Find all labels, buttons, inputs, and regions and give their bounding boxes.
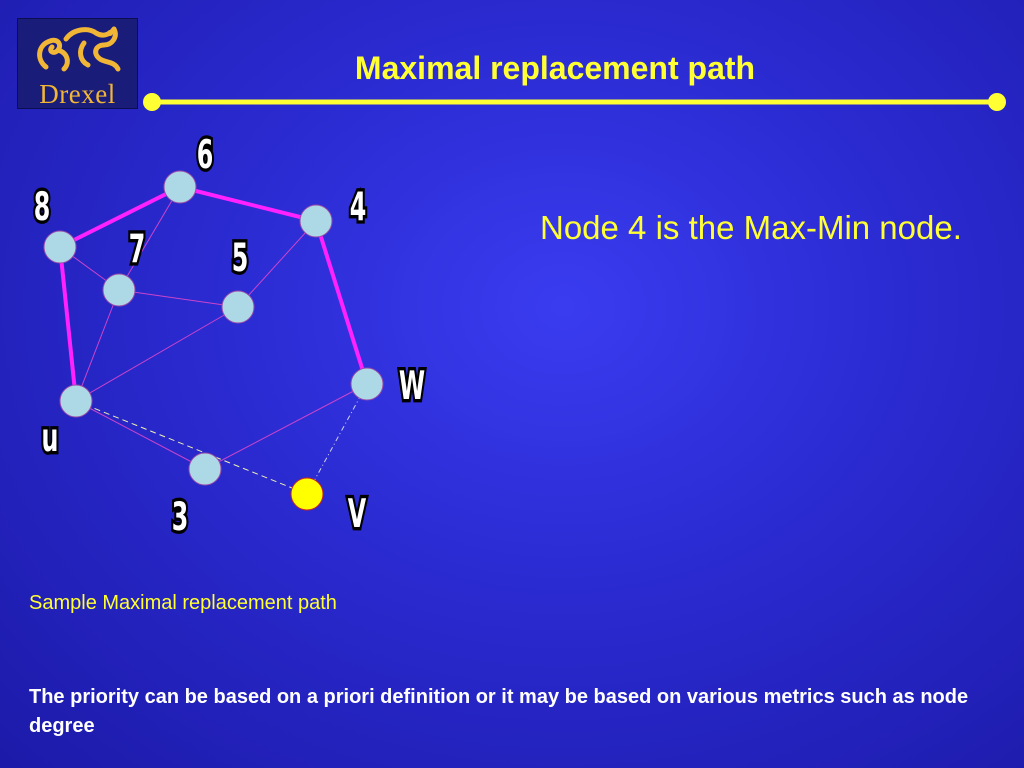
edge-u-8 <box>58 246 78 402</box>
logo-text: Drexel <box>39 79 116 109</box>
page-title: Maximal replacement path <box>354 50 756 86</box>
node-u <box>59 384 93 418</box>
node-label-w: W <box>399 363 425 409</box>
node-label-3: 3 <box>172 494 189 540</box>
node-5 <box>221 290 255 324</box>
node-label-8: 8 <box>34 184 51 230</box>
node-7 <box>102 273 136 307</box>
edge-4-5 <box>237 220 317 308</box>
edge-u-v <box>75 400 308 495</box>
max-min-note: Node 4 is the Max-Min node. <box>540 209 962 246</box>
node-label-7: 7 <box>129 226 146 272</box>
node-w <box>350 367 384 401</box>
dragon-icon <box>37 26 121 72</box>
edge-6-4 <box>179 185 317 223</box>
edge-5-u <box>75 306 239 402</box>
underline-left-dot <box>143 93 161 111</box>
figure-caption: Sample Maximal replacement path <box>29 592 337 614</box>
graph-diagram: 6 4 8 7 5Wu 3 V <box>31 129 428 542</box>
node-label-6: 6 <box>197 132 214 178</box>
edge-8-6 <box>59 185 181 249</box>
node-label-u: u <box>42 415 59 461</box>
drexel-logo: Drexel <box>17 18 138 109</box>
node-6 <box>163 170 197 204</box>
node-4 <box>299 204 333 238</box>
edge-u-3 <box>75 400 206 470</box>
node-label-5: 5 <box>232 235 249 281</box>
node-8 <box>43 230 77 264</box>
edge-6-7 <box>118 186 181 291</box>
footer-text: The priority can be based on a priori de… <box>29 686 969 737</box>
underline-right-dot <box>988 93 1006 111</box>
node-label-4: 4 <box>350 184 367 230</box>
edge-4-w <box>314 220 369 385</box>
title-underline <box>143 93 1006 111</box>
node-v <box>290 477 324 511</box>
edge-w-v <box>306 383 368 495</box>
node-3 <box>188 452 222 486</box>
node-label-v: V <box>348 491 366 537</box>
edge-7-u <box>75 289 120 402</box>
edge-7-5 <box>118 289 239 308</box>
edge-3-w <box>204 383 368 470</box>
